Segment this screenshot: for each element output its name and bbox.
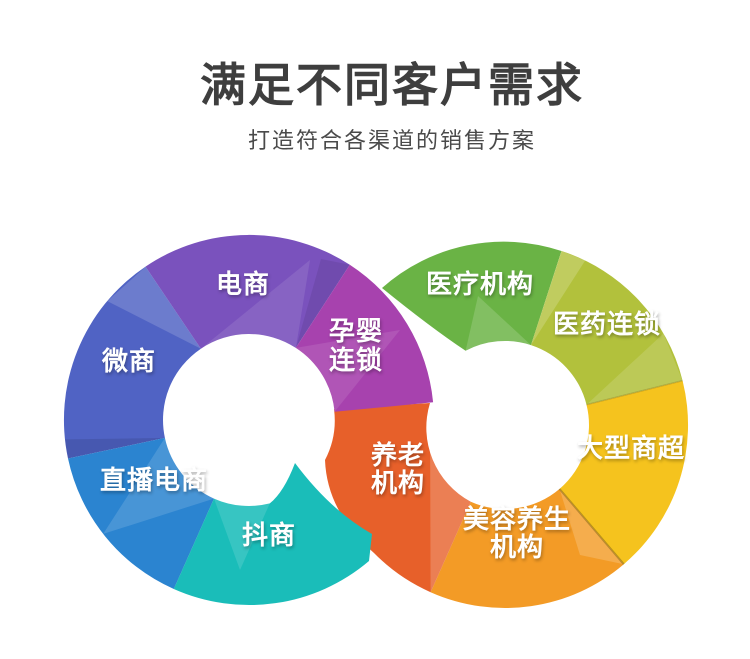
weishang-label: 微商 xyxy=(101,346,156,376)
page-subtitle: 打造符合各渠道的销售方案 xyxy=(247,127,536,153)
yanglao-jigou-segment xyxy=(325,403,471,593)
yiliao-jigou-segment xyxy=(382,241,562,351)
yiliao-jigou-label: 医疗机构 xyxy=(426,269,534,299)
dianshang-facet-0 xyxy=(200,260,310,349)
doushang-label: 抖商 xyxy=(242,520,296,550)
seam-line-1 xyxy=(586,379,683,406)
meirong-yangsheng-jigou-facet-0 xyxy=(559,488,624,565)
dianshang-label: 电商 xyxy=(216,269,270,299)
seam-line-0 xyxy=(558,488,625,565)
weishang-facet-1 xyxy=(65,437,165,459)
yunying-liansuo-facet-0 xyxy=(295,330,400,412)
dianshang-segment xyxy=(145,234,350,349)
zhibo-dianshang-facet-0 xyxy=(103,437,214,534)
yunying-liansuo-label-0: 孕婴 xyxy=(329,316,383,346)
yunying-liansuo-label-1: 连锁 xyxy=(329,345,383,375)
yanglao-jigou-label-0: 养老 xyxy=(370,440,425,470)
yiyao-liansuo-segment xyxy=(531,251,683,405)
meirong-yangsheng-jigou-segment xyxy=(430,488,624,609)
header: 满足不同客户需求 打造符合各渠道的销售方案 xyxy=(17,60,750,155)
zhibo-dianshang-label: 直播电商 xyxy=(100,465,208,495)
daxing-shangchao-label: 大型商超 xyxy=(577,433,685,463)
yiliao-jigou-facet-0 xyxy=(465,296,531,351)
meirong-yangsheng-jigou-label-1: 机构 xyxy=(490,532,544,562)
weishang-segment xyxy=(63,266,201,459)
doushang-facet-0 xyxy=(214,498,270,570)
doushang-segment xyxy=(173,463,372,606)
yanglao-jigou-label-1: 机构 xyxy=(371,468,425,498)
yunying-liansuo-segment xyxy=(295,264,434,412)
weishang-facet-0 xyxy=(107,266,201,349)
right-ring xyxy=(325,241,689,609)
yiyao-liansuo-facet-0 xyxy=(531,251,586,346)
page-title: 满足不同客户需求 xyxy=(200,59,584,111)
daxing-shangchao-segment xyxy=(559,380,689,565)
left-ring xyxy=(63,234,434,606)
zhibo-dianshang-segment xyxy=(68,437,214,589)
daxing-shangchao-facet-0 xyxy=(586,333,683,405)
meirong-yangsheng-jigou-label-0: 美容养生 xyxy=(463,504,571,534)
yanglao-jigou-facet-0 xyxy=(430,403,471,593)
yiyao-liansuo-label: 医药连锁 xyxy=(553,309,661,339)
dianshang-facet-1 xyxy=(295,259,350,348)
